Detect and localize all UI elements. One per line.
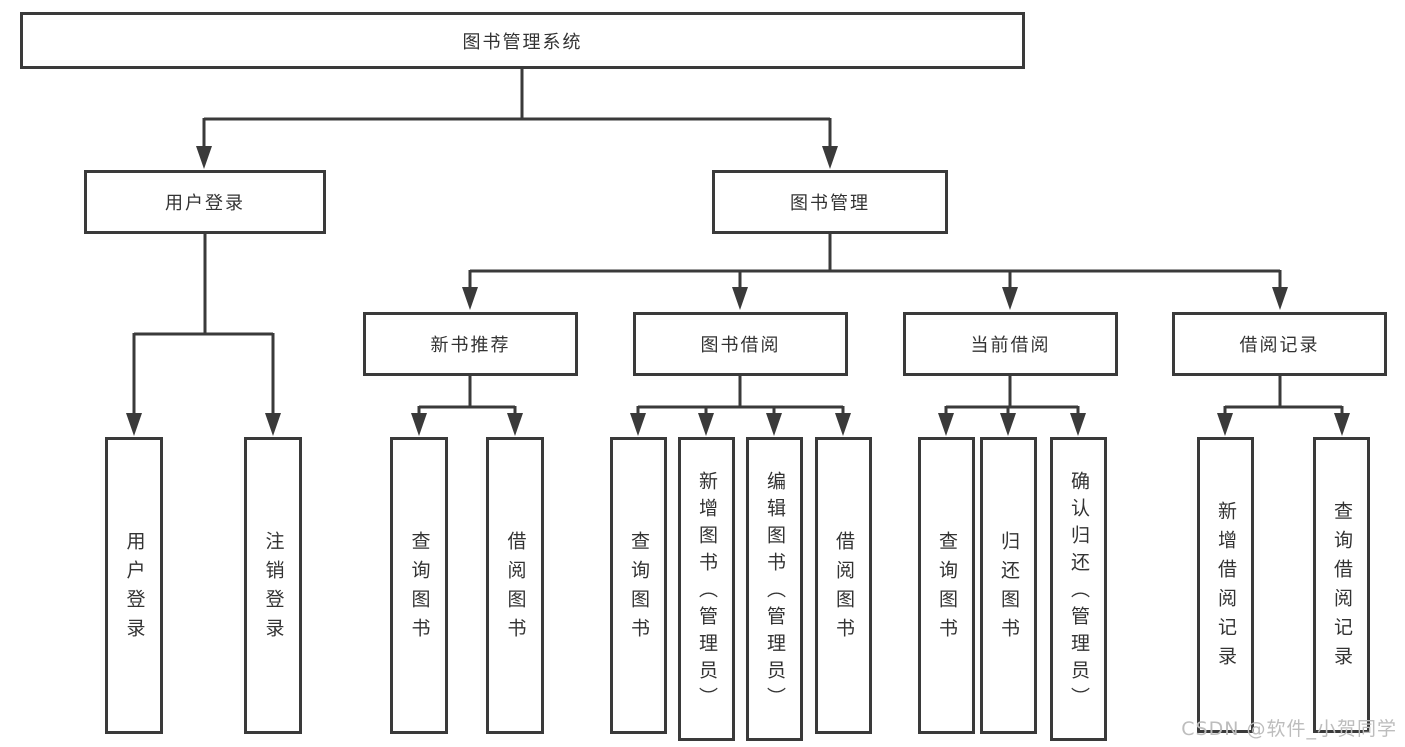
csdn-watermark: CSDN @软件_小贺同学 bbox=[1181, 718, 1397, 740]
node-user-login: 用户登录 bbox=[84, 170, 326, 234]
leaf-return-books: 归还图书 bbox=[980, 437, 1037, 734]
leaf-borrow-books: 借阅图书 bbox=[815, 437, 872, 734]
node-borrowing-records: 借阅记录 bbox=[1172, 312, 1387, 376]
node-book-management: 图书管理 bbox=[712, 170, 948, 234]
leaf-add-borrow-record: 新增借阅记录 bbox=[1197, 437, 1254, 733]
leaf-query-books-borrow: 查询图书 bbox=[610, 437, 667, 734]
leaf-logout: 注销登录 bbox=[244, 437, 302, 734]
node-book-borrowing: 图书借阅 bbox=[633, 312, 848, 376]
node-root-library-management-system: 图书管理系统 bbox=[20, 12, 1025, 69]
leaf-edit-books-admin: 编辑图书（管理员） bbox=[746, 437, 803, 741]
node-new-book-recommendation: 新书推荐 bbox=[363, 312, 578, 376]
leaf-confirm-return-admin: 确认归还（管理员） bbox=[1050, 437, 1107, 741]
leaf-query-books-current: 查询图书 bbox=[918, 437, 975, 734]
leaf-query-borrow-record: 查询借阅记录 bbox=[1313, 437, 1370, 733]
leaf-user-login: 用户登录 bbox=[105, 437, 163, 734]
node-current-borrowing: 当前借阅 bbox=[903, 312, 1118, 376]
leaf-add-books-admin: 新增图书（管理员） bbox=[678, 437, 735, 741]
arrowhead-icons bbox=[126, 146, 1350, 436]
leaf-query-books-recommend: 查询图书 bbox=[390, 437, 448, 734]
leaf-borrow-books-recommend: 借阅图书 bbox=[486, 437, 544, 734]
